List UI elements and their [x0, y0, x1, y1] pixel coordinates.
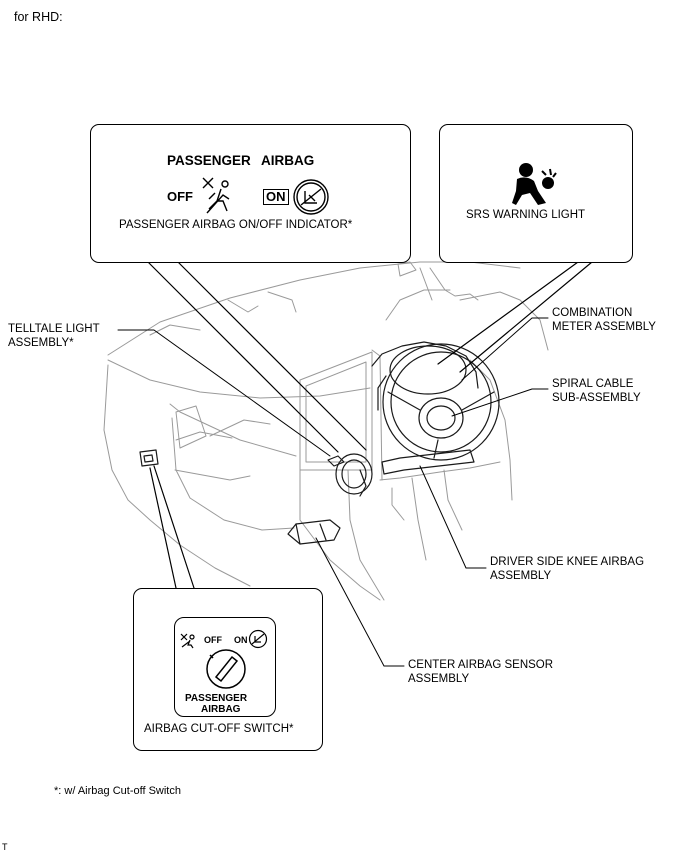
label-combination-meter: COMBINATION METER ASSEMBLY: [552, 307, 656, 333]
srs-warning-callout: SRS WARNING LIGHT: [439, 124, 633, 263]
knee-airbag: [381, 449, 475, 475]
airbag-on-seat-icon: [293, 179, 329, 215]
label-telltale: TELLTALE LIGHT ASSEMBLY*: [8, 323, 100, 349]
indicator-on-label: ON: [263, 189, 289, 205]
indicator-caption: PASSENGER AIRBAG ON/OFF INDICATOR*: [119, 219, 353, 231]
switch-off-label: OFF: [204, 635, 222, 645]
switch-airbag-on-icon: [248, 629, 268, 649]
passenger-indicator-callout: PASSENGER AIRBAG OFF ON PASSENGER AIRBAG…: [90, 124, 411, 263]
telltale-housing: [327, 453, 373, 497]
key-slot-icon[interactable]: [204, 647, 248, 691]
center-airbag-sensor: [287, 519, 341, 545]
cutoff-switch-caption: AIRBAG CUT-OFF SWITCH*: [144, 723, 294, 735]
label-driver-knee-airbag: DRIVER SIDE KNEE AIRBAG ASSEMBLY: [490, 556, 645, 582]
indicator-heading-passenger: PASSENGER: [167, 153, 251, 168]
switch-airbag-off-icon: [180, 633, 195, 649]
label-spiral-cable: SPIRAL CABLE SUB-ASSEMBLY: [552, 378, 641, 404]
indicator-off-label: OFF: [167, 189, 193, 204]
switch-face: [174, 617, 276, 717]
airbag-off-person-icon: [202, 177, 230, 214]
cutoff-switch-part: [139, 449, 159, 467]
steering-wheel: [371, 341, 500, 461]
label-center-airbag-sensor: CENTER AIRBAG SENSOR ASSEMBLY: [408, 659, 554, 685]
cutoff-switch-callout: OFF ON PASSENGER AIRBAG AIRBAG CUT-OFF S…: [133, 588, 323, 751]
switch-on-label: ON: [234, 635, 248, 645]
srs-caption: SRS WARNING LIGHT: [466, 209, 586, 221]
corner-mark: T: [2, 842, 8, 852]
switch-face-passenger: PASSENGER: [185, 693, 248, 704]
page-title: for RHD:: [14, 10, 63, 24]
footnote: *: w/ Airbag Cut-off Switch: [54, 785, 181, 797]
indicator-heading-airbag: AIRBAG: [261, 153, 315, 168]
callout-leaders: [147, 261, 593, 589]
srs-airbag-person-icon: [512, 163, 557, 205]
switch-face-airbag: AIRBAG: [201, 704, 241, 715]
label-leaders: [117, 317, 549, 667]
